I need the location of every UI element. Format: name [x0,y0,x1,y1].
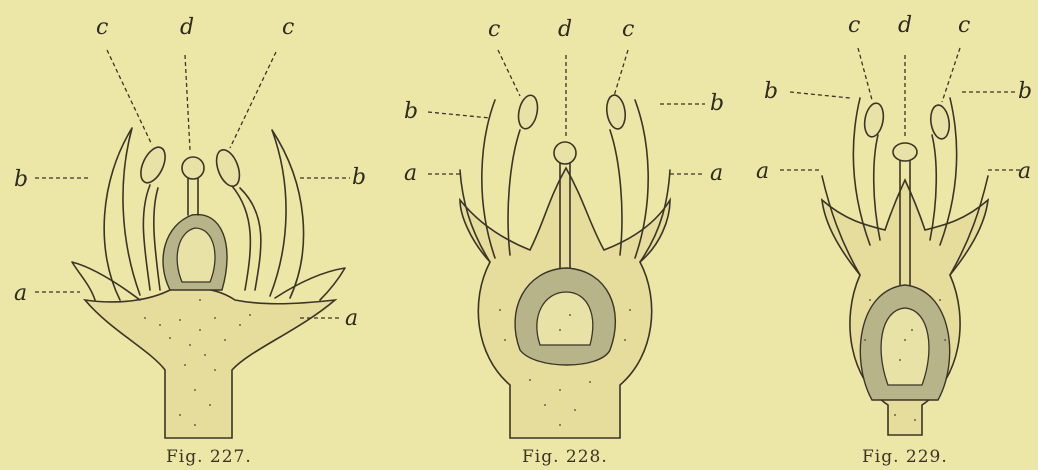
label-b-left-229: b [764,79,778,104]
filament-left-229 [874,135,880,240]
stigma-227 [182,157,204,179]
filament-right-227b [232,186,250,290]
label-c-right-228: c [622,17,634,42]
label-a-left-227: a [14,281,27,306]
sepal-left-227 [72,262,140,300]
filament-left-227 [143,185,150,290]
ovule-227 [177,228,215,282]
figure-227: c d c b b a a Fig. 227. [14,15,366,467]
label-a-left-228: a [404,161,417,186]
label-a-right-228: a [710,161,723,186]
figure-229: c d c b b a a Fig. 229. [756,13,1032,467]
label-c-left-229: c [848,13,860,38]
anther-left-227 [136,144,170,187]
anther-left-228 [516,94,541,131]
filament-left-227b [154,188,160,290]
label-b-left-228: b [404,99,418,124]
label-c-right-229: c [958,13,970,38]
anther-left-229 [862,102,886,139]
style-227 [188,178,198,215]
anther-right-227 [212,147,244,190]
stigma-229 [893,143,917,161]
label-b-right-227: b [352,165,366,190]
label-c-right-227: c [282,15,294,40]
filament-right-229 [930,135,936,240]
label-d-229: d [898,13,912,38]
ovule-229 [881,308,929,385]
label-d-227: d [180,15,194,40]
filament-right-228 [610,130,622,255]
label-a-right-227: a [345,306,358,331]
caption-227: Fig. 227. [166,447,252,467]
caption-228: Fig. 228. [522,447,608,467]
sepal-right-227 [275,268,345,300]
label-a-left-229: a [756,159,769,184]
figure-228: c d c b b a a Fig. 228. [404,17,724,467]
label-b-right-228: b [710,91,724,116]
filament-left-228 [508,130,520,255]
receptacle-227 [85,288,335,438]
label-a-right-229: a [1018,159,1031,184]
label-c-left-227: c [96,15,108,40]
petal-right-227 [270,130,304,298]
label-b-right-229: b [1018,79,1032,104]
petal-left-227 [104,128,140,300]
caption-229: Fig. 229. [862,447,948,467]
label-b-left-227: b [14,167,28,192]
label-c-left-228: c [488,17,500,42]
anther-right-228 [605,94,628,130]
label-d-228: d [558,17,572,42]
stigma-228 [554,142,576,164]
